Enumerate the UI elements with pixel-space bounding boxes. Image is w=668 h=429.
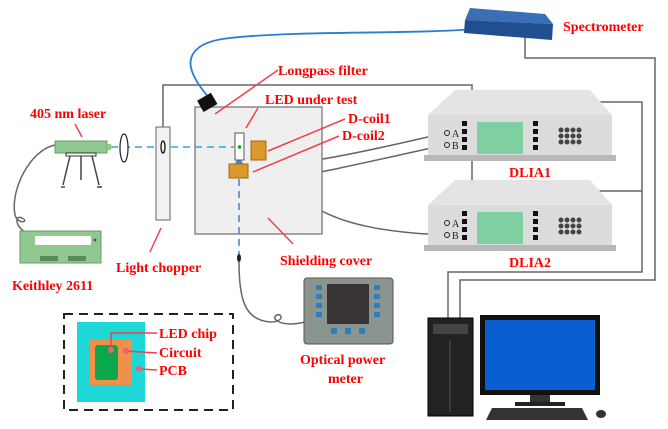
- led-dot: [237, 145, 242, 149]
- spectrometer-label: Spectrometer: [563, 20, 644, 35]
- dcoil1-pointer: [267, 118, 346, 152]
- dlia2-port-b: B: [452, 231, 459, 242]
- dcoil2-label: D-coil2: [342, 129, 385, 144]
- light-chopper-label: Light chopper: [116, 261, 201, 276]
- light-chopper: [155, 126, 171, 221]
- fiber-connector: [237, 254, 241, 262]
- dcoil2: [228, 163, 249, 179]
- wire-dlia1-pc: [447, 101, 643, 320]
- led-chip-label: LED chip: [159, 327, 217, 342]
- keithley-2611: [19, 230, 102, 264]
- laser-label: 405 nm laser: [30, 107, 106, 122]
- dlia1-port-b: B: [452, 141, 459, 152]
- dcoil2-pointer: [252, 135, 340, 173]
- shielding-cover-label: Shielding cover: [280, 254, 372, 269]
- led-pointer: [245, 107, 259, 129]
- dlia2-device: [424, 180, 616, 251]
- keithley-label: Keithley 2611: [12, 279, 93, 294]
- longpass-filter-label: Longpass filter: [278, 64, 368, 79]
- led-chip: [95, 345, 118, 380]
- computer: [427, 315, 606, 420]
- dcoil1: [250, 140, 267, 161]
- pcb-pointer: [138, 368, 158, 371]
- led-inset-box: [63, 313, 234, 411]
- circuit-label: Circuit: [159, 346, 202, 361]
- lens: [119, 133, 129, 163]
- dlia1-port-a: A: [452, 129, 460, 140]
- wire-spectrometer-pc: [459, 35, 656, 320]
- chopper-aperture: [160, 140, 166, 154]
- power-meter-label-2: meter: [328, 372, 363, 387]
- dlia1-device: [424, 90, 616, 161]
- wire-chopper-dlia1: [162, 84, 473, 130]
- laser-device: [54, 140, 111, 188]
- dlia2-port-a: A: [452, 219, 460, 230]
- shielding-pointer: [267, 217, 294, 245]
- dlia2-label: DLIA2: [509, 256, 551, 271]
- laser-pointer: [74, 123, 83, 138]
- dcoil1-label: D-coil1: [348, 112, 391, 127]
- chopper-pointer: [149, 227, 162, 253]
- fiber-spectrometer: [189, 27, 486, 98]
- fiber-power-meter: [238, 261, 306, 325]
- circuit-pointer: [125, 350, 158, 354]
- dlia1-label: DLIA1: [509, 166, 551, 181]
- longpass-filter-pointer: [214, 69, 279, 115]
- led-chip-pointer: [110, 332, 157, 350]
- longpass-filter: [197, 92, 218, 113]
- optical-power-meter: [303, 277, 394, 345]
- pcb-label: PCB: [159, 364, 187, 379]
- power-meter-label-1: Optical power: [300, 353, 385, 368]
- led-under-test-label: LED under test: [265, 93, 358, 108]
- spectrometer-device: [464, 8, 553, 40]
- wire-keithley-laser: [13, 144, 56, 233]
